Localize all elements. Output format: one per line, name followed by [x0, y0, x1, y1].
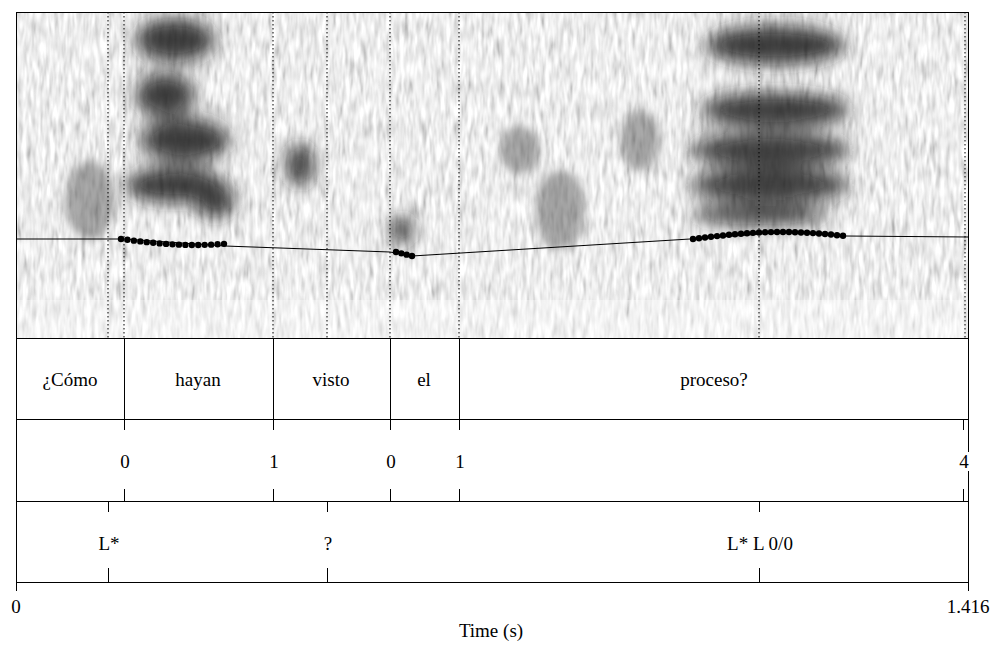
pitch-point: [403, 251, 409, 257]
pitch-point: [189, 242, 195, 248]
pitch-point: [131, 237, 137, 243]
pitch-point: [732, 231, 738, 237]
pitch-point: [762, 229, 768, 235]
axis-tick-label: 0: [11, 597, 21, 616]
pitch-point: [828, 231, 834, 237]
pitch-point: [118, 236, 124, 242]
pitch-point: [714, 233, 720, 239]
break-index: 0: [385, 452, 397, 471]
word-label: proceso?: [680, 370, 748, 389]
word-label: visto: [313, 370, 350, 389]
frames: [16, 13, 969, 592]
pitch-point: [768, 229, 774, 235]
pitch-point: [708, 234, 714, 240]
break-index: 1: [268, 452, 280, 471]
tone-label: ?: [323, 534, 333, 553]
pitch-point: [756, 229, 762, 235]
pitch-point: [834, 232, 840, 238]
word-label: ¿Cómo: [43, 370, 98, 389]
pitch-point: [840, 233, 846, 239]
break-index: 1: [454, 452, 466, 471]
pitch-points: [118, 229, 846, 259]
pitch-point: [804, 230, 810, 236]
pitch-point: [393, 249, 399, 255]
pitch-point: [214, 241, 220, 247]
pitch-point: [150, 240, 156, 246]
pitch-point: [780, 229, 786, 235]
pitch-point: [169, 241, 175, 247]
word-label: el: [417, 370, 431, 389]
pitch-point: [738, 231, 744, 237]
pitch-point: [774, 229, 780, 235]
pitch-point: [816, 230, 822, 236]
break-index: 4: [958, 452, 970, 471]
pitch-point: [124, 237, 130, 243]
pitch-point: [182, 242, 188, 248]
pitch-point: [195, 242, 201, 248]
pitch-point: [744, 230, 750, 236]
pitch-point: [696, 235, 702, 241]
spectrogram: [16, 12, 969, 338]
pitch-point: [822, 231, 828, 237]
pitch-point: [137, 238, 143, 244]
boundary-lines: [108, 12, 965, 338]
word-label: hayan: [175, 370, 220, 389]
pitch-point: [726, 232, 732, 238]
pitch-point: [786, 229, 792, 235]
pitch-point: [221, 241, 227, 247]
axis-title: Time (s): [459, 621, 523, 640]
pitch-point: [690, 236, 696, 242]
axis-tick-label: 1.416: [947, 597, 990, 616]
pitch-point: [156, 240, 162, 246]
pitch-point: [720, 232, 726, 238]
pitch-point: [163, 241, 169, 247]
pitch-point: [409, 253, 415, 259]
break-index: 0: [119, 452, 131, 471]
tone-label: L* L 0/0: [726, 534, 794, 553]
pitch-point: [398, 250, 404, 256]
pitch-point: [144, 239, 150, 245]
tone-label: L*: [97, 534, 120, 553]
pitch-point: [201, 242, 207, 248]
pitch-point: [702, 234, 708, 240]
pitch-point: [792, 229, 798, 235]
pitch-point: [750, 230, 756, 236]
pitch-point: [208, 241, 214, 247]
pitch-point: [176, 241, 182, 247]
pitch-point: [810, 230, 816, 236]
pitch-point: [798, 229, 804, 235]
